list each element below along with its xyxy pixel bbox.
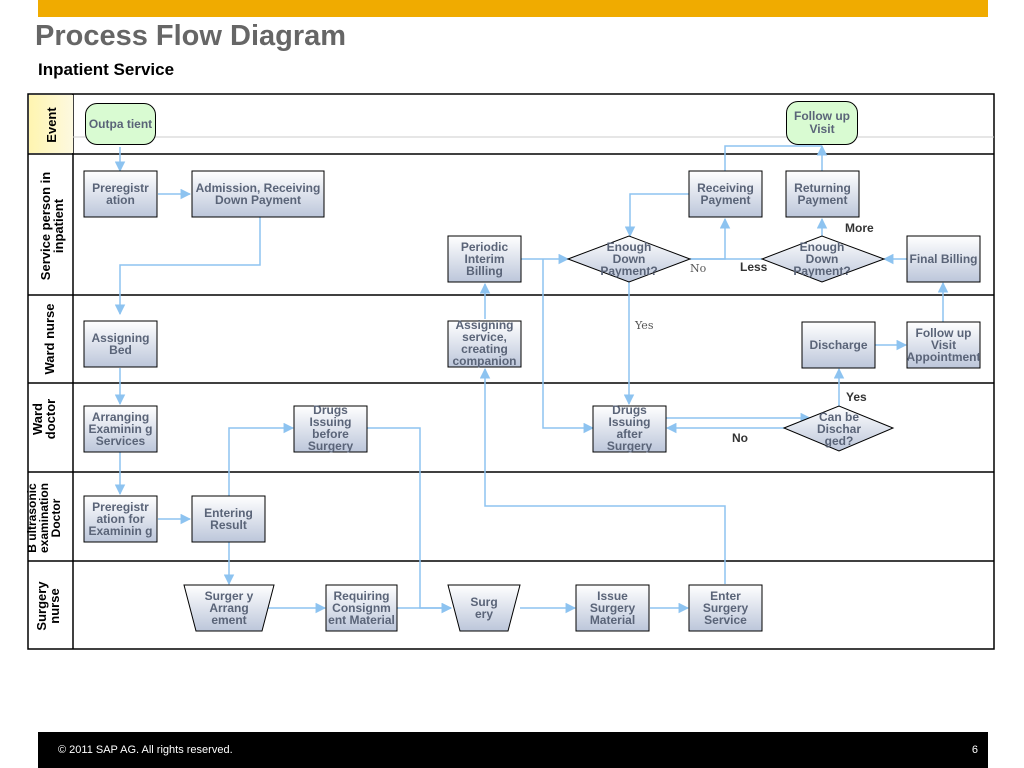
edge-admission-connector [724,145,822,171]
box-assigning-bed [83,320,158,368]
box-enter-service [688,584,763,632]
box-discharge [801,321,876,369]
box-entering-result [191,495,266,543]
edge-label-no-2: No [732,431,748,445]
node-drugs-after: Drugs Issuing after Surgery [606,403,653,453]
box-returning-payment [785,170,860,218]
box-drugs-before [293,405,368,453]
edge-receiving-to-decision1 [624,193,689,238]
edge-enter-service-to-assigning-service [479,367,726,584]
node-can-discharge: Can be Dischar ged? [816,410,862,448]
node-requiring-consignment: Requiring Consignm ent Material [328,589,395,627]
node-follow-up-visit: Follow up Visit [786,101,858,145]
edge-label-no-1: No [690,262,707,275]
edge-admission-to-assigning-bed [114,217,261,316]
page-subtitle: Inpatient Service [38,60,175,79]
node-enter-service: Enter Surgery Service [702,589,749,627]
node-receiving-payment: Receiving Payment [697,181,754,207]
box-issue-material [575,584,650,632]
top-accent-bar [38,0,988,17]
node-issue-material: Issue Surgery Material [589,589,636,627]
node-enough-payment-2: Enough Down Payment? [793,240,851,278]
node-entering-result: Entering Result [204,506,253,532]
trap-surgery-arrangement [183,584,275,632]
edge-label-yes-2: Yes [846,390,867,404]
box-preregistration [83,170,158,218]
footer-copyright: © 2011 SAP AG. All rights reserved. [58,744,233,756]
lane-label-event: Event [44,107,59,143]
box-prereg-examining [83,495,158,543]
node-assigning-bed: Assigning Bed [91,331,150,357]
box-drugs-after [592,405,667,453]
event-lane-header [29,95,73,153]
edge-label-less: Less [740,260,768,274]
box-followup-appointment [906,321,981,369]
edge-label-more: More [845,221,874,235]
swimlane-frame [27,93,995,650]
node-admission: Admission, Receiving Down Payment [195,181,321,207]
footer-page-number: 6 [971,744,978,756]
box-final-billing [906,235,981,283]
diamond-enough-payment-1 [566,235,692,283]
trap-surgery [447,584,521,632]
box-requiring-consignment [325,584,398,632]
node-drugs-before: Drugs Issuing before Surgery [307,403,354,453]
node-final-billing: Final Billing [909,252,978,266]
node-preregistration: Preregistr ation [92,181,149,207]
box-periodic-billing [447,235,522,283]
diamond-enough-payment-2 [760,235,886,283]
node-surgery: Surg ery [470,595,498,621]
node-assigning-service: Assigning service, creating companion [452,318,517,368]
node-returning-payment: Returning Payment [794,181,851,207]
diamond-can-discharge [782,405,895,452]
node-outpatient: Outpa tient [85,103,156,145]
edge-drugs-before-to-surgery [367,427,453,614]
connectors [114,144,949,614]
lane-label-surgery-nurse-text: Surgery nurse [34,581,62,631]
lane-label-ward-nurse: Ward nurse [42,303,57,374]
process-shapes [83,170,981,632]
edge-billing-to-drugs-after [542,259,595,434]
lane-label-service-person-text: Service person in inpatient [38,171,66,281]
box-admission [191,170,325,218]
node-arranging-examining: Arranging Examinin g Services [88,410,153,448]
node-enough-payment-1: Enough Down Payment? [600,240,658,278]
box-assigning-service [447,320,522,368]
node-discharge: Discharge [809,338,868,352]
node-periodic-billing: Periodic Interim Billing [460,240,509,278]
edge-decision1-no-to-receiving [690,217,731,260]
node-surgery-arrangement: Surger y Arrang ement [204,589,254,627]
lane-label-ward-doctor-text: Ward doctor [30,398,58,440]
page-title: Process Flow Diagram [35,20,347,52]
node-followup-appointment: Follow up Visit Appointment [907,326,980,364]
node-prereg-examining: Preregistr ation for Examinin g [88,500,153,538]
lane-label-ultrasonic-doctor-text: B ultrasonic examination Doctor [26,482,63,554]
box-receiving-payment [688,170,763,218]
footer-bar: © 2011 SAP AG. All rights reserved. 6 [38,732,988,768]
box-arranging-examining [83,405,158,453]
edge-label-yes-1: Yes [635,319,654,332]
